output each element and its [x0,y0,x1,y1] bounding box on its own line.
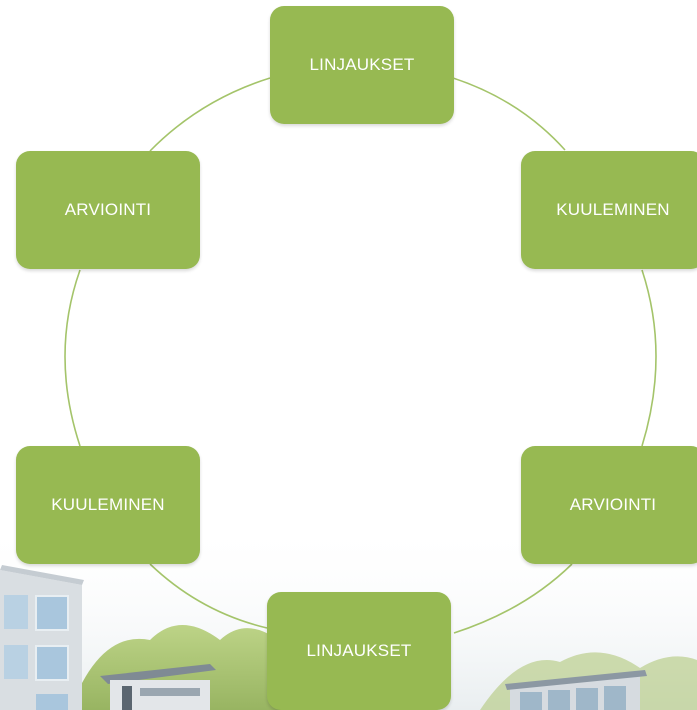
node-label: KUULEMINEN [556,200,670,219]
node-arviointi-right: ARVIOINTI [521,446,697,564]
node-linjaukset-bottom: LINJAUKSET [267,592,451,710]
connector-top-left-to-top [149,77,271,152]
node-linjaukset-top: LINJAUKSET [270,6,454,124]
node-kuuleminen-left: KUULEMINEN [16,446,200,564]
node-label: LINJAUKSET [306,641,412,660]
node-label: ARVIOINTI [569,495,657,514]
node-arviointi-left: ARVIOINTI [16,151,200,269]
connector-bottom-right-to-bottom [453,563,573,634]
building-low-illustration [100,664,216,710]
connector-bottom-to-bottom-left [149,563,268,629]
node-kuuleminen-right: KUULEMINEN [521,151,697,269]
building-left-illustration [0,565,84,710]
node-label: KUULEMINEN [51,495,165,514]
connector-top-right-to-bottom-right [641,269,657,447]
connector-top-to-top-right [452,77,566,151]
cycle-connectors [64,77,657,634]
node-label: ARVIOINTI [64,200,152,219]
connector-bottom-left-to-top-left [64,269,81,447]
building-right-illustration [505,670,647,710]
node-label: LINJAUKSET [309,55,415,74]
